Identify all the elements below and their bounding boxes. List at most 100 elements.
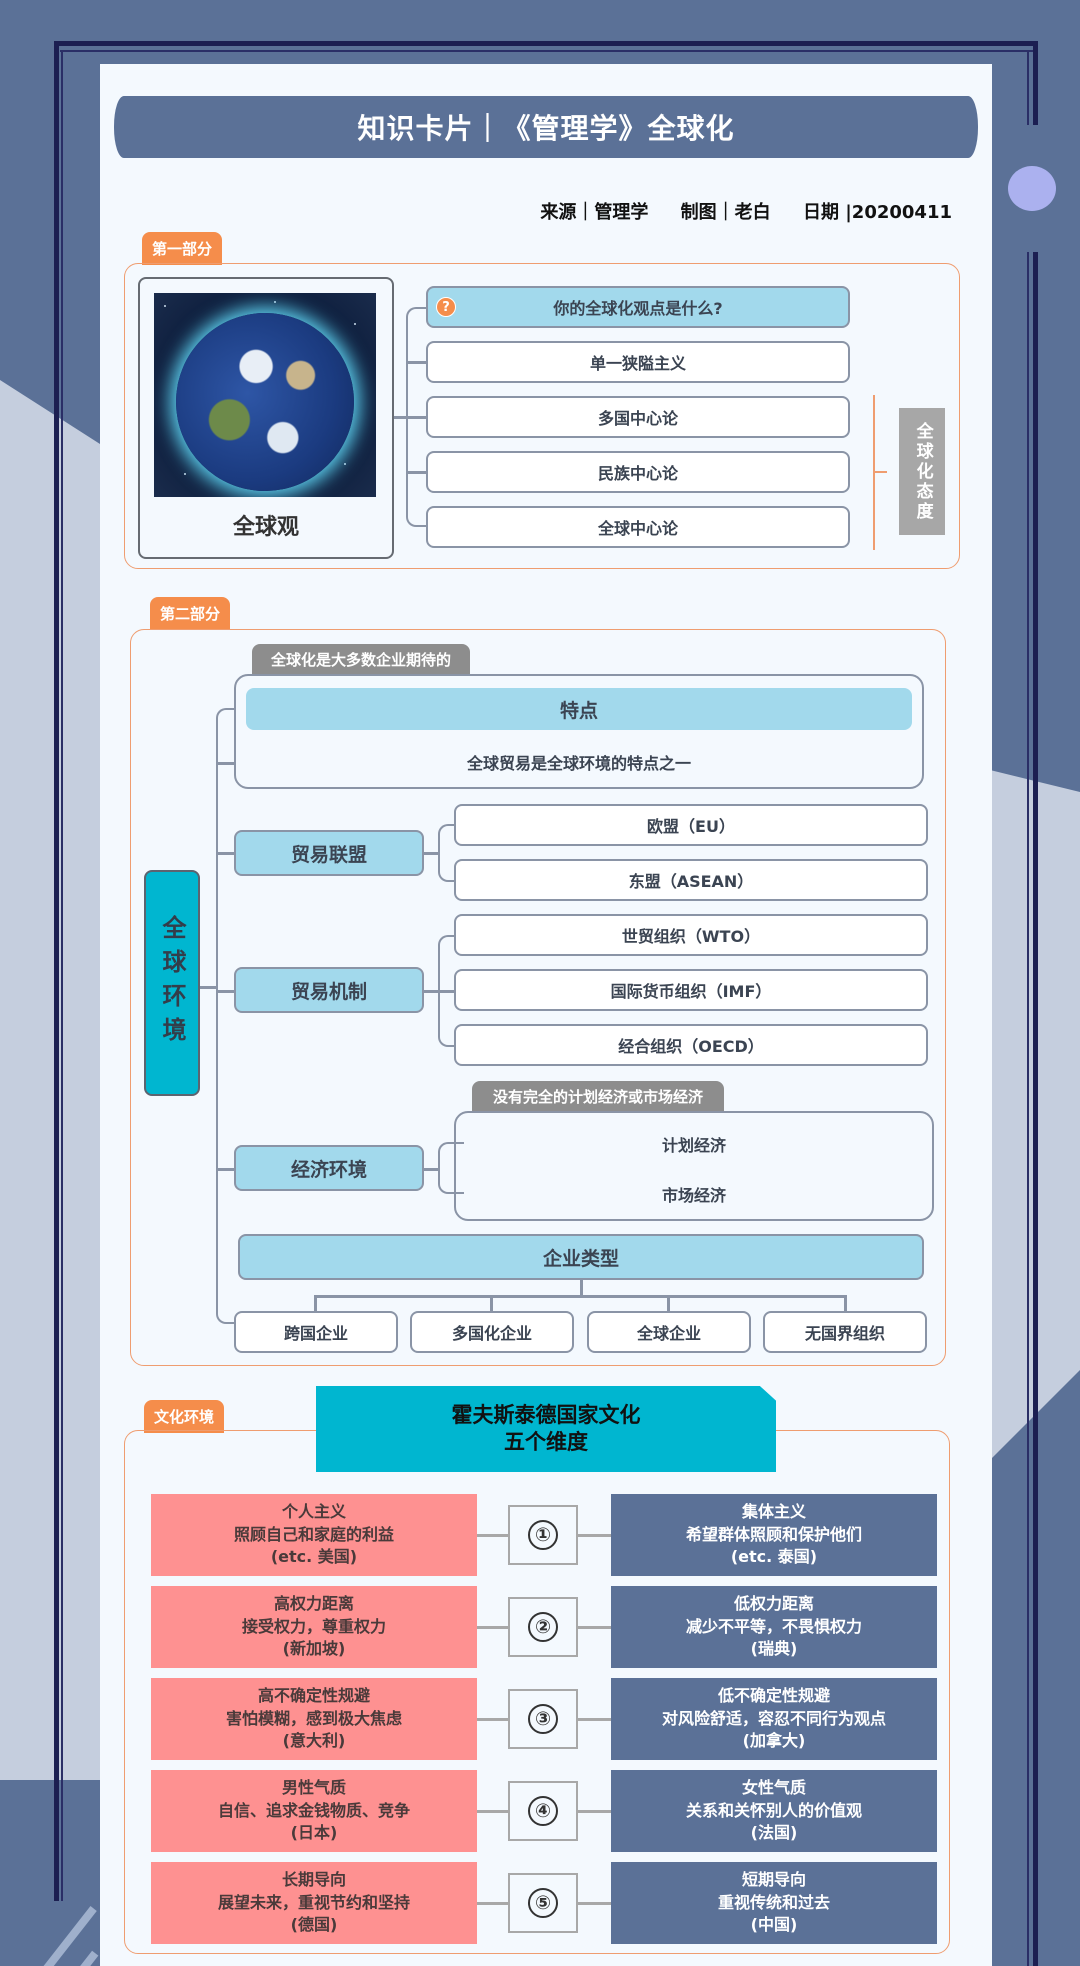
item-label: 全球企业: [636, 1324, 701, 1343]
section-tag-part2: 第二部分: [150, 597, 231, 630]
dimension-number: ①: [508, 1505, 578, 1565]
group-bracket-tick: [873, 471, 887, 473]
source-label: 来源｜管理学: [540, 202, 649, 223]
branch-label: 贸易机制: [290, 980, 367, 1003]
dimension-left: 高权力距离接受权力，尊重权力(新加坡): [151, 1586, 477, 1668]
item-label: 国际货币组织（IMF）: [610, 982, 772, 1001]
connector: [406, 361, 426, 364]
dimension-connector: [477, 1534, 709, 1537]
connector: [394, 416, 416, 419]
feature-title: 特点: [559, 699, 598, 722]
globe-card: 全球观: [138, 277, 394, 559]
enterprise-type-item[interactable]: 无国界组织: [763, 1311, 927, 1353]
connector: [580, 1280, 583, 1296]
dimension-right: 短期导向重视传统和过去(中国): [611, 1862, 937, 1944]
circled-number-1-icon: ①: [528, 1520, 558, 1550]
circled-number-5-icon: ⑤: [528, 1888, 558, 1918]
dimension-connector: [477, 1626, 709, 1629]
meta-info: 来源｜管理学 制图｜老白 日期 |20200411: [514, 198, 952, 224]
root-label: 全球环境: [158, 915, 186, 1051]
dimension-right: 低不确定性规避对风险舒适，容忍不同行为观点(加拿大): [611, 1678, 937, 1760]
circled-number-4-icon: ④: [528, 1796, 558, 1826]
decorative-slash-small: [73, 1950, 99, 1966]
globe-icon: [176, 313, 354, 491]
branch-bracket: [438, 935, 456, 1047]
option-node[interactable]: 民族中心论: [426, 451, 850, 493]
connector: [314, 1295, 317, 1311]
decorative-circle: [1008, 166, 1056, 211]
dimension-left: 高不确定性规避害怕模糊，感到极大焦虑(意大利): [151, 1678, 477, 1760]
trade-mechanism-item[interactable]: 经合组织（OECD）: [454, 1024, 928, 1066]
connector: [406, 471, 426, 474]
option-node[interactable]: 单一狭隘主义: [426, 341, 850, 383]
dimension-connector: [477, 1718, 709, 1721]
branch-trade-mechanisms[interactable]: 贸易机制: [234, 967, 424, 1013]
branch-label: 贸易联盟: [290, 843, 367, 866]
question-node[interactable]: ? 你的全球化观点是什么?: [426, 286, 850, 328]
item-label: 多国化企业: [451, 1324, 532, 1343]
frame-top-inner-line: [60, 50, 1034, 52]
economy-item: 市场经济: [661, 1186, 726, 1205]
dimension-number: ⑤: [508, 1873, 578, 1933]
frame-right-inner-line-top: [1027, 50, 1029, 125]
trade-alliance-item[interactable]: 东盟（ASEAN）: [454, 859, 928, 901]
connector: [844, 1295, 847, 1311]
dimension-connector: [477, 1810, 709, 1813]
connector: [424, 852, 440, 855]
dimension-number: ④: [508, 1781, 578, 1841]
item-label: 世贸组织（WTO）: [621, 927, 761, 946]
dimension-number: ③: [508, 1689, 578, 1749]
item-label: 跨国企业: [283, 1324, 348, 1343]
economy-item: 计划经济: [661, 1136, 726, 1155]
dimension-left: 个人主义照顾自己和家庭的利益(etc. 美国): [151, 1494, 477, 1576]
hofstede-title: 霍夫斯泰德国家文化 五个维度: [316, 1386, 776, 1472]
branch-trade-alliances[interactable]: 贸易联盟: [234, 830, 424, 876]
frame-right-line-top: [1033, 41, 1038, 125]
question-label: 你的全球化观点是什么?: [553, 299, 723, 318]
connector: [216, 990, 238, 993]
dimension-left: 男性气质自信、追求金钱物质、竞争(日本): [151, 1770, 477, 1852]
section-tag-part1: 第一部分: [142, 232, 223, 265]
connector: [424, 1168, 440, 1171]
feature-title-node[interactable]: 特点: [246, 688, 912, 730]
frame-right-inner-line: [1027, 252, 1029, 1966]
trade-mechanism-item[interactable]: 国际货币组织（IMF）: [454, 969, 928, 1011]
item-label: 东盟（ASEAN）: [628, 872, 754, 891]
dimension-connector: [477, 1902, 709, 1905]
branch-label: 经济环境: [290, 1158, 367, 1181]
option-node[interactable]: 多国中心论: [426, 396, 850, 438]
branch-bracket: [438, 1142, 464, 1194]
page-title: 知识卡片｜《管理学》全球化: [114, 96, 978, 158]
hofstede-title-line1: 霍夫斯泰德国家文化: [451, 1402, 641, 1427]
dimension-right: 低权力距离减少不平等，不畏惧权力(瑞典): [611, 1586, 937, 1668]
connector: [314, 1295, 846, 1298]
trade-mechanism-item[interactable]: 世贸组织（WTO）: [454, 914, 928, 956]
branch-economic-environment[interactable]: 经济环境: [234, 1145, 424, 1191]
circled-number-2-icon: ②: [528, 1612, 558, 1642]
enterprise-type-item[interactable]: 跨国企业: [234, 1311, 398, 1353]
author-label: 制图｜老白: [680, 202, 771, 223]
feature-text: 全球贸易是全球环境的特点之一: [466, 754, 691, 773]
globe-caption: 全球观: [232, 515, 299, 540]
connector: [216, 852, 238, 855]
dimension-number: ②: [508, 1597, 578, 1657]
question-mark-icon: ?: [436, 297, 456, 317]
item-label: 经合组织（OECD）: [618, 1037, 764, 1056]
trade-alliance-item[interactable]: 欧盟（EU）: [454, 804, 928, 846]
frame-left-inner-line: [61, 50, 63, 1901]
connector: [216, 762, 238, 765]
branch-enterprise-types[interactable]: 企业类型: [238, 1234, 924, 1280]
section-part1-box: [124, 263, 960, 569]
knowledge-card: 知识卡片｜《管理学》全球化 来源｜管理学 制图｜老白 日期 |20200411 …: [100, 64, 992, 1966]
root-node-global-environment[interactable]: 全球环境: [144, 870, 200, 1096]
economy-note-tab: 没有完全的计划经济或市场经济: [472, 1081, 724, 1111]
enterprise-type-item[interactable]: 多国化企业: [410, 1311, 574, 1353]
section-part2-box: [130, 629, 946, 1366]
earth-globe-image: [154, 293, 376, 497]
dimension-right: 女性气质关系和关怀别人的价值观(法国): [611, 1770, 937, 1852]
frame-left-line: [54, 41, 59, 1901]
option-node[interactable]: 全球中心论: [426, 506, 850, 548]
option-label: 全球中心论: [597, 519, 678, 538]
enterprise-type-item[interactable]: 全球企业: [587, 1311, 751, 1353]
frame-top-line: [54, 41, 1038, 46]
